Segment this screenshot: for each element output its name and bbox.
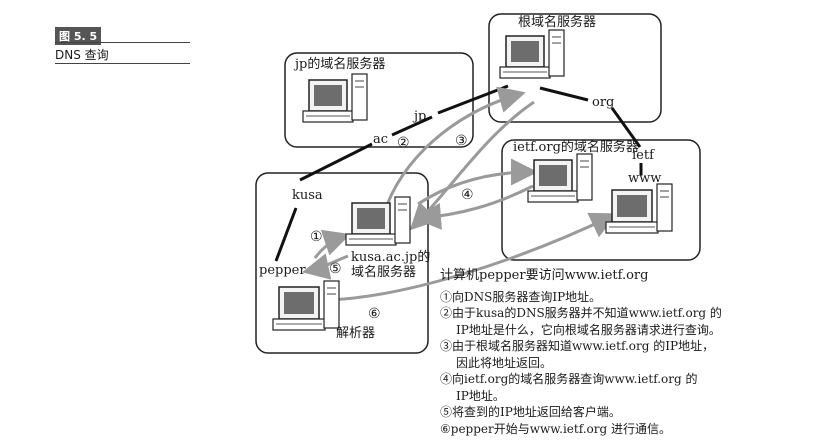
caption-rule-bottom xyxy=(55,63,190,64)
www-host-computer-icon xyxy=(605,183,673,234)
step-3: ③由于根域名服务器知道www.ietf.org 的IP地址， xyxy=(440,338,722,355)
figure-title: DNS 查询 xyxy=(55,48,109,62)
node-label-kusa: kusa xyxy=(292,188,323,203)
node-label-pepper: pepper xyxy=(259,263,306,278)
tree-link-jp-ac xyxy=(391,115,433,137)
tree-link-ac-kusa xyxy=(299,142,373,182)
root-server-computer-icon xyxy=(499,29,565,79)
step-4-num: ④ xyxy=(440,372,453,386)
step-1-text: 向DNS服务器查询IP地址。 xyxy=(452,289,602,304)
step-1: ①向DNS服务器查询IP地址。 xyxy=(440,289,722,306)
step-1-num: ① xyxy=(440,289,453,304)
jp-server-label: jp的域名服务器 xyxy=(295,57,386,72)
step-2-text: 由于kusa的DNS服务器并不知道www.ietf.org 的 xyxy=(452,306,722,320)
root-server-box xyxy=(488,13,662,123)
node-label-jp: jp xyxy=(414,109,427,124)
step-3-num: ③ xyxy=(440,339,453,353)
step-marker-4: ④ xyxy=(461,187,474,203)
step-marker-3: ③ xyxy=(455,133,468,149)
jp-server-computer-icon xyxy=(302,73,368,123)
pepper-resolver-computer-icon xyxy=(272,280,340,331)
node-label-ietf: ietf xyxy=(632,148,654,163)
figure-label: 图 5. 5 xyxy=(55,27,102,45)
step-3-text: 由于根域名服务器知道www.ietf.org 的IP地址， xyxy=(452,339,715,353)
arrow-step4-query xyxy=(417,158,538,206)
kusa-server-label-line2: 域名服务器 xyxy=(351,265,417,280)
step-6-num: ⑥ xyxy=(440,421,451,436)
resolver-label: 解析器 xyxy=(336,326,376,341)
root-server-label: 根域名服务器 xyxy=(518,15,597,30)
tree-link-kusa-pepper xyxy=(274,207,298,262)
step-5-num: ⑤ xyxy=(440,405,453,419)
step-marker-2: ② xyxy=(397,135,410,151)
kusa-server-computer-icon xyxy=(345,196,411,246)
step-3-text-cont: 因此将地址返回。 xyxy=(456,355,553,370)
ietf-server-computer-icon xyxy=(527,153,593,203)
node-label-www: www xyxy=(628,171,662,186)
step-6: ⑥pepper开始与www.ietf.org 进行通信。 xyxy=(440,421,722,438)
tree-link-org-ietf xyxy=(610,107,642,148)
step-6-text: pepper开始与www.ietf.org 进行通信。 xyxy=(450,421,672,436)
kusa-domain-box xyxy=(255,172,429,354)
steps-legend: 计算机pepper要访问www.ietf.org ①向DNS服务器查询IP地址。… xyxy=(440,268,722,437)
step-2: ②由于kusa的DNS服务器并不知道www.ietf.org 的 xyxy=(440,305,722,322)
step-4-text: 向ietf.org的域名服务器查询www.ietf.org 的 xyxy=(452,372,698,386)
step-4-text-cont: IP地址。 xyxy=(456,388,505,403)
caption-rule-top xyxy=(55,42,190,43)
step-5: ⑤将查到的IP地址返回给客户端。 xyxy=(440,404,722,421)
node-label-org: org xyxy=(592,95,615,110)
ietf-server-label: ietf.org的域名服务器 xyxy=(513,140,639,155)
step-2-text-cont: IP地址是什么，它向根域名服务器请求进行查询。 xyxy=(456,322,721,337)
tree-link-root-org xyxy=(539,86,589,102)
step-2-num: ② xyxy=(440,306,453,320)
step-marker-5: ⑤ xyxy=(329,261,342,277)
step-5-text: 将查到的IP地址返回给客户端。 xyxy=(452,405,621,419)
kusa-server-label-line1: kusa.ac.jp的 xyxy=(351,250,431,265)
step-marker-1: ① xyxy=(310,229,323,245)
step-4: ④向ietf.org的域名服务器查询www.ietf.org 的 xyxy=(440,371,722,388)
step-marker-6: ⑥ xyxy=(368,306,381,322)
node-label-ac: ac xyxy=(373,132,389,147)
arrow-step2-query xyxy=(382,86,526,215)
arrow-step5-reply xyxy=(302,253,349,280)
steps-title: 计算机pepper要访问www.ietf.org xyxy=(440,268,649,283)
arrow-step4-reply xyxy=(414,184,534,230)
arrow-step6-communication xyxy=(329,212,618,302)
